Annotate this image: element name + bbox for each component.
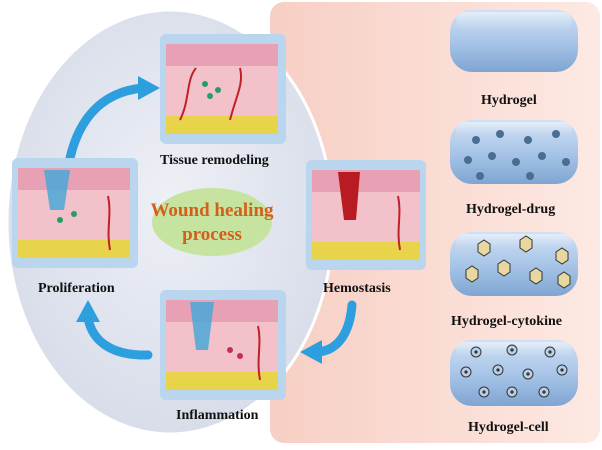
skin-block-hemostasis	[306, 160, 426, 270]
center-title-line1: Wound healing	[150, 200, 274, 221]
arrow-head	[138, 76, 160, 100]
hydrogel-cytokine	[450, 232, 578, 296]
label-hydrogel: Hydrogel	[481, 93, 537, 108]
label-hydrogel-drug: Hydrogel-drug	[466, 202, 556, 217]
label-hydrogel-cytokine: Hydrogel-cytokine	[451, 314, 562, 329]
arrow-head	[76, 300, 100, 322]
skin-block-inflammation	[160, 290, 286, 400]
center-title-line2: process	[182, 224, 242, 245]
arrow-head	[300, 340, 322, 364]
hydrogel-plain	[450, 10, 578, 72]
arrow-inflammation-to-proliferation	[83, 313, 153, 360]
center-title: Wound healing process	[150, 199, 274, 247]
label-tissue-remodeling: Tissue remodeling	[160, 153, 269, 168]
arrow-proliferation-to-remodeling	[65, 83, 147, 163]
right-panel-bg	[270, 2, 600, 443]
label-proliferation: Proliferation	[38, 281, 115, 296]
skin-block-proliferation	[12, 158, 138, 268]
arrow-hemostasis-to-inflammation	[313, 300, 357, 357]
skin-block-tissue-remodeling	[160, 34, 286, 144]
hydrogel-cell	[450, 340, 578, 406]
label-inflammation: Inflammation	[176, 408, 259, 423]
label-hydrogel-cell: Hydrogel-cell	[468, 420, 549, 435]
center-ellipse	[152, 188, 272, 256]
hydrogel-drug	[450, 120, 578, 184]
label-hemostasis: Hemostasis	[323, 281, 391, 296]
